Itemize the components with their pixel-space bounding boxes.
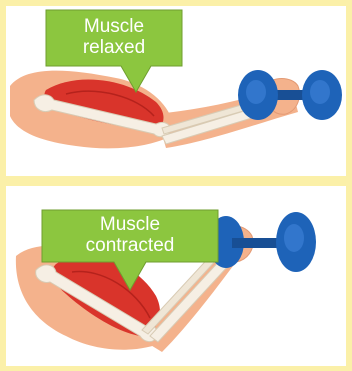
callout-contracted-label: Muscle contracted bbox=[42, 214, 218, 256]
callout-relaxed-label: Muscle relaxed bbox=[46, 16, 182, 58]
label-line2: relaxed bbox=[46, 37, 182, 58]
label-line2: contracted bbox=[42, 235, 218, 256]
radius-bone bbox=[150, 258, 230, 342]
panel-muscle-relaxed: Muscle relaxed bbox=[6, 6, 346, 176]
label-line1: Muscle bbox=[42, 214, 218, 235]
dumbbell bbox=[208, 212, 316, 272]
label-line1: Muscle bbox=[46, 16, 182, 37]
contracted-arm-illustration bbox=[6, 186, 346, 366]
panel-muscle-contracted: Muscle contracted bbox=[6, 186, 346, 366]
